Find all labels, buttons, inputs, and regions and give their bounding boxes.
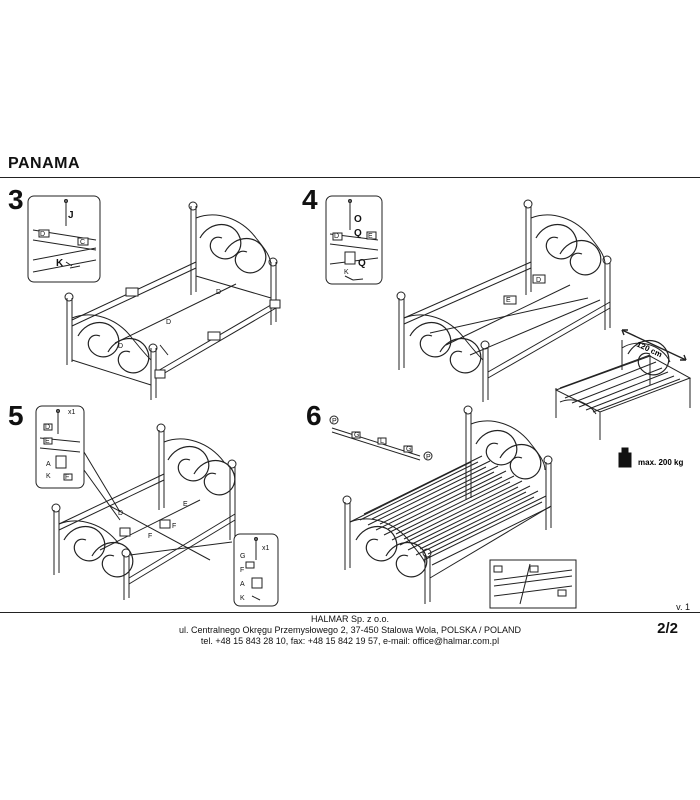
step4-part-d: D	[536, 277, 541, 284]
step4-label-o: O	[354, 214, 362, 225]
step5-label-x1: x1	[68, 409, 76, 416]
step3-part-d-2: D	[166, 319, 171, 326]
step-6-diagram	[329, 405, 577, 609]
step5-c2-label-g: G	[240, 553, 245, 560]
step4-part-e: E	[506, 297, 511, 304]
footer-company: HALMAR Sp. z o.o.	[310, 614, 390, 624]
step5-part-e: E	[183, 501, 188, 508]
step3-label-c: C	[80, 239, 85, 246]
bottom-divider	[0, 612, 700, 613]
step5-c2-label-x1: x1	[262, 545, 270, 552]
page-number: 2/2	[657, 620, 678, 637]
step6-part-l: L	[380, 438, 384, 445]
step3-label-d: D	[40, 231, 45, 238]
step5-part-d: D	[118, 510, 123, 517]
document-title: PANAMA	[8, 155, 81, 172]
step-6-number: 6	[306, 400, 322, 431]
step5-c2-label-k: K	[240, 595, 245, 602]
version-label: v. 1	[676, 602, 690, 612]
step4-label-q: Q	[354, 228, 362, 239]
top-divider	[0, 177, 700, 178]
step-3-number: 3	[8, 184, 24, 215]
step3-part-d-3: D	[118, 343, 123, 350]
step-3-diagram	[27, 195, 281, 400]
step-5-diagram	[35, 405, 279, 607]
step5-label-f: F	[65, 474, 69, 481]
step5-label-a: A	[46, 461, 51, 468]
step4-label-e: E	[368, 233, 373, 240]
step5-part-f1: F	[148, 533, 152, 540]
step5-part-f2: F	[172, 523, 176, 530]
step-4-number: 4	[302, 184, 318, 215]
step6-part-p1: P	[332, 418, 337, 425]
step3-label-j: J	[68, 210, 74, 221]
step5-label-d: D	[45, 424, 50, 431]
max-load-label: max. 200 kg	[638, 458, 683, 467]
step3-label-k: K	[56, 258, 64, 269]
step5-label-k: K	[46, 473, 51, 480]
step4-label-q2: Q	[358, 258, 366, 269]
step6-part-g1: G	[354, 432, 359, 439]
step6-part-g2: G	[406, 446, 411, 453]
step5-c2-label-a: A	[240, 581, 245, 588]
step4-label-d: D	[334, 233, 339, 240]
step5-c2-label-f: F	[240, 567, 244, 574]
footer: HALMAR Sp. z o.o. ul. Centralnego Okręgu…	[0, 614, 700, 647]
step5-label-e: E	[45, 438, 50, 445]
step6-part-p2: P	[426, 454, 431, 461]
footer-address: ul. Centralnego Okręgu Przemysłowego 2, …	[178, 625, 521, 635]
step-4-diagram	[325, 195, 692, 468]
step-5-number: 5	[8, 400, 24, 431]
step3-part-d-1: D	[216, 289, 221, 296]
step4-label-k: K	[344, 269, 349, 276]
footer-contact: tel. +48 15 843 28 10, fax: +48 15 842 1…	[200, 636, 500, 646]
